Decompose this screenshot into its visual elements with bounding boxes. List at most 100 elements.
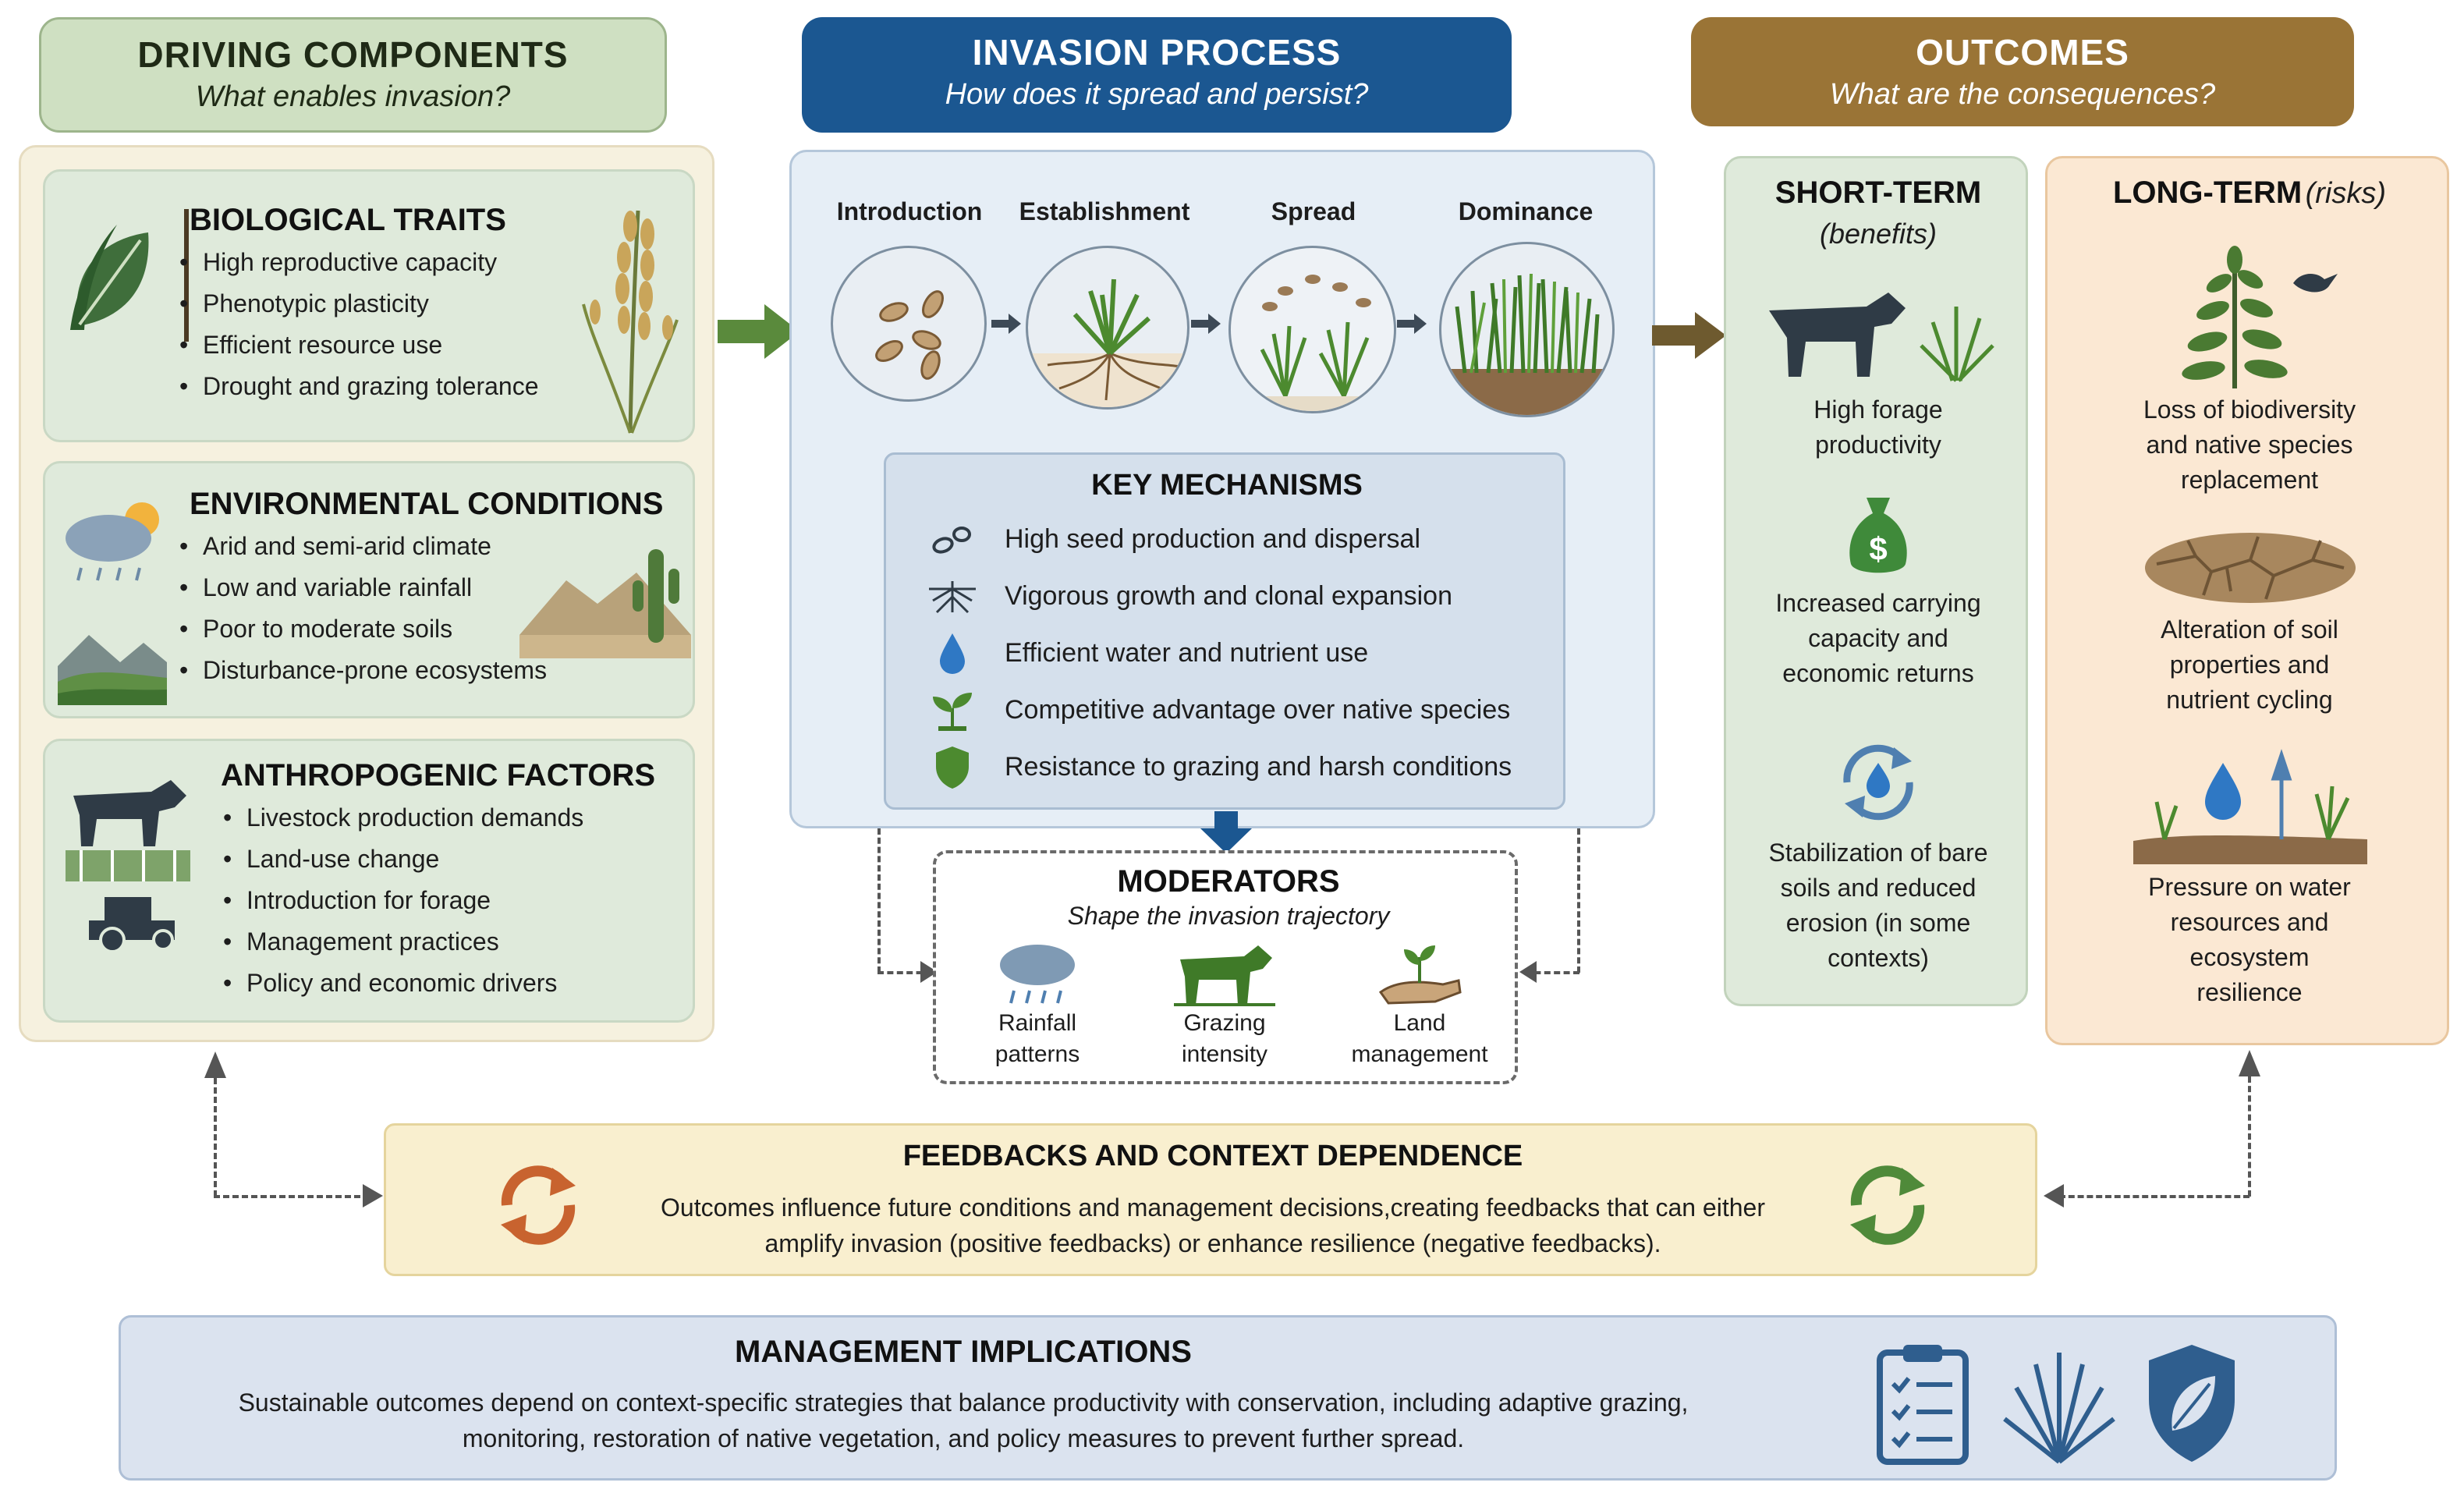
environmental-condition-item: Poor to moderate soils xyxy=(179,608,585,650)
outcome-line: properties and xyxy=(2169,651,2330,679)
shield-icon xyxy=(925,745,980,790)
moderator-label: Land xyxy=(1393,1010,1446,1036)
dashed-connector xyxy=(1525,971,1579,974)
sprout-roots-icon xyxy=(1028,278,1187,407)
outcome-line: Stabilization of bare xyxy=(1768,839,1988,867)
environmental-conditions-title: ENVIRONMENTAL CONDITIONS xyxy=(190,487,664,521)
stage-label-dominance: Dominance xyxy=(1458,197,1594,225)
anthropogenic-factor-item: Management practices xyxy=(223,921,660,963)
feedbacks-description: Outcomes influence future conditions and… xyxy=(386,1190,2040,1261)
invasion-process-subtitle: How does it spread and persist? xyxy=(945,78,1369,111)
arrowhead-icon xyxy=(920,961,938,983)
mechanism-item: High seed production and dispersal xyxy=(925,511,1549,568)
wheat-grass-icon xyxy=(582,210,679,434)
dashed-connector xyxy=(877,971,932,974)
environmental-condition-item: Disturbance-prone ecosystems xyxy=(179,650,585,691)
outcome-line: economic returns xyxy=(1782,659,1974,687)
management-line: monitoring, restoration of native vegeta… xyxy=(462,1424,1465,1452)
outcome-line: High forage xyxy=(1813,395,1943,424)
cow-grass-icon xyxy=(1769,293,1994,382)
introduction-circle xyxy=(831,246,987,402)
management-line: Sustainable outcomes depend on context-s… xyxy=(238,1388,1689,1417)
arrow-right-icon xyxy=(718,304,799,359)
positive-feedback-cycle-icon xyxy=(501,1165,576,1245)
mechanism-text: Vigorous growth and clonal expansion xyxy=(1005,581,1452,611)
anthropogenic-factor-item: Policy and economic drivers xyxy=(223,963,660,1004)
short-term-panel: SHORT-TERM (benefits) High forage produc… xyxy=(1724,156,2028,1006)
moderator-item: Land management xyxy=(1342,938,1498,1070)
dashed-connector xyxy=(214,1078,217,1197)
dashed-connector xyxy=(2248,1076,2251,1197)
stage-arrow-icon xyxy=(1397,314,1427,334)
arrowhead-up-icon xyxy=(2239,1050,2260,1076)
anthropogenic-factor-item: Land-use change xyxy=(223,839,660,880)
management-box: MANAGEMENT IMPLICATIONS Sustainable outc… xyxy=(119,1315,2337,1481)
mechanism-item: Competitive advantage over native specie… xyxy=(925,682,1549,739)
outcome-line: soils and reduced xyxy=(1780,874,1977,902)
tractor-field-icon xyxy=(66,850,190,952)
long-term-heading: LONG-TERM (risks) xyxy=(2047,176,2452,211)
anthropogenic-factors-box: ANTHROPOGENIC FACTORS Livestock producti… xyxy=(43,739,695,1023)
outcome-line: and native species xyxy=(2146,431,2353,459)
long-term-outcome: Alteration of soil properties and nutrie… xyxy=(2047,612,2452,718)
biological-traits-list: High reproductive capacity Phenotypic pl… xyxy=(179,242,585,407)
outcome-line: resources and xyxy=(2170,908,2329,936)
recycle-water-icon xyxy=(1843,744,1913,821)
dashed-connector xyxy=(2059,1195,2250,1198)
establishment-circle xyxy=(1026,246,1189,410)
short-term-outcome: High forage productivity xyxy=(1726,392,2030,463)
dashed-connector xyxy=(214,1195,370,1198)
feedbacks-title: FEEDBACKS AND CONTEXT DEPENDENCE xyxy=(902,1140,1523,1172)
biological-trait-item: High reproductive capacity xyxy=(179,242,585,283)
outcomes-subtitle: What are the consequences? xyxy=(1829,78,2216,111)
moderators-title: MODERATORS xyxy=(1117,864,1340,899)
biological-trait-item: Drought and grazing tolerance xyxy=(179,366,585,407)
arrow-right-icon xyxy=(1652,312,1726,359)
key-mechanisms-box: KEY MECHANISMS High seed production and … xyxy=(884,452,1565,810)
short-term-outcome: Stabilization of bare soils and reduced … xyxy=(1726,835,2030,976)
negative-feedback-cycle-icon xyxy=(1850,1165,1925,1245)
invasion-process-panel: Introduction Establishment Spread Domina… xyxy=(789,150,1655,828)
outcomes-header: OUTCOMES What are the consequences? xyxy=(1691,17,2354,126)
mechanism-text: Efficient water and nutrient use xyxy=(1005,638,1369,668)
environmental-condition-item: Arid and semi-arid climate xyxy=(179,526,585,567)
clipboard-checklist-icon xyxy=(1877,1345,1969,1465)
dominance-circle xyxy=(1439,242,1615,417)
stage-arrow-icon xyxy=(991,314,1021,334)
environmental-conditions-box: ENVIRONMENTAL CONDITIONS Arid and semi-a… xyxy=(43,461,695,718)
leaf-shield-icon xyxy=(2149,1345,2235,1462)
water-drop-icon xyxy=(925,632,980,675)
key-mechanisms-title: KEY MECHANISMS xyxy=(1091,469,1363,502)
driving-components-title: DRIVING COMPONENTS xyxy=(137,34,569,75)
long-term-panel: LONG-TERM (risks) Loss of biodiversity a… xyxy=(2045,156,2449,1045)
mechanism-text: High seed production and dispersal xyxy=(1005,524,1421,554)
outcome-line: capacity and xyxy=(1808,624,1948,652)
environmental-condition-item: Low and variable rainfall xyxy=(179,567,585,608)
seedling-icon xyxy=(925,689,980,732)
biological-traits-title: BIOLOGICAL TRAITS xyxy=(190,203,506,237)
outcome-line: ecosystem xyxy=(2189,943,2310,971)
driving-components-subtitle: What enables invasion? xyxy=(195,80,511,113)
spread-circle xyxy=(1228,246,1396,413)
plant-bird-icon xyxy=(2182,246,2338,388)
outcome-line: resilience xyxy=(2196,978,2303,1006)
biological-traits-box: BIOLOGICAL TRAITS High reproductive capa… xyxy=(43,169,695,442)
short-term-title: SHORT-TERM xyxy=(1774,176,1982,210)
short-term-outcome: Increased carrying capacity and economic… xyxy=(1726,586,2030,691)
outcomes-title: OUTCOMES xyxy=(1916,32,2129,73)
outcome-line: Loss of biodiversity xyxy=(2143,395,2356,424)
stage-label-introduction: Introduction xyxy=(836,197,983,225)
outcome-line: Alteration of soil xyxy=(2161,615,2338,644)
management-title: MANAGEMENT IMPLICATIONS xyxy=(735,1335,1192,1369)
roots-icon xyxy=(925,577,980,616)
stage-arrow-icon xyxy=(1191,314,1221,334)
hills-icon xyxy=(58,635,167,705)
mechanism-text: Competitive advantage over native specie… xyxy=(1005,695,1511,725)
management-description: Sustainable outcomes depend on context-s… xyxy=(121,1385,1806,1456)
biological-trait-item: Efficient resource use xyxy=(179,324,585,366)
moderator-label: Rainfall xyxy=(998,1010,1077,1036)
outcome-line: productivity xyxy=(1815,431,1941,459)
anthropogenic-factors-list: Livestock production demands Land-use ch… xyxy=(223,797,660,1004)
outcome-line: Increased carrying xyxy=(1775,589,1981,617)
dense-grass-icon xyxy=(1441,273,1612,415)
